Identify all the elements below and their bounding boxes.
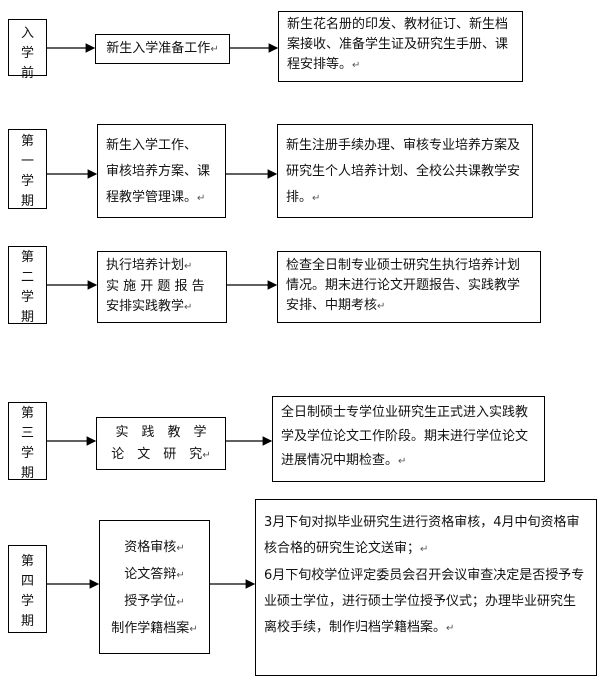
task-box-4: 实 践 教 学 论 文 研 究↵	[96, 417, 226, 470]
task-box-5: 资格审核↵ 论文答辩↵ 授予学位↵ 制作学籍档案↵	[99, 520, 210, 654]
stage-char: 二	[20, 270, 34, 285]
task-line: 实 施 开 题 报 告	[106, 279, 205, 294]
paragraph-mark: ↵	[189, 624, 198, 635]
task-box-3: 执行培养计划↵ 实 施 开 题 报 告 安排实践教学↵	[97, 251, 227, 323]
paragraph-mark: ↵	[184, 302, 193, 313]
detail-text: 全日制硕士专学位业研究生正式进入实践教学及学位论文工作阶段。期末进行学位论文进展…	[281, 405, 529, 468]
stage-char: 第	[20, 250, 34, 265]
stage-char: 学	[20, 594, 34, 609]
task-box-1: 新生入学准备工作↵	[95, 34, 230, 64]
stage-char: 第	[20, 406, 34, 421]
paragraph-mark: ↵	[312, 193, 321, 204]
stage-box-1: 入 学 前	[8, 19, 47, 81]
paragraph-mark: ↵	[176, 570, 185, 581]
task-line: 授予学位	[124, 594, 177, 609]
stage-char: 第	[20, 554, 34, 569]
stage-char: 学	[20, 46, 34, 61]
stage-char: 学	[20, 290, 34, 305]
stage-char: 期	[20, 194, 34, 209]
stage-char: 一	[20, 154, 34, 169]
task-line: 资格审核	[124, 540, 177, 555]
paragraph-mark: ↵	[377, 301, 386, 312]
detail-text: 检查全日制专业硕士研究生执行培养计划情况。期末进行论文开题报告、实践教学安排、中…	[286, 258, 521, 313]
stage-char: 前	[20, 66, 34, 81]
task-line: 实 践 教 学	[115, 425, 207, 440]
detail-box-2: 新生注册手续办理、审核专业培养方案及研究生个人培养计划、全校公共课教学安排。↵	[277, 124, 533, 218]
task-line: 论 文 研 究	[111, 447, 203, 462]
detail-box-1: 新生花名册的印发、教材征订、新生档案接收、准备学生证及研究生手册、课程安排等。↵	[278, 11, 523, 82]
stage-box-5: 第 四 学 期	[8, 545, 47, 633]
detail-box-4: 全日制硕士专学位业研究生正式进入实践教学及学位论文工作阶段。期末进行学位论文进展…	[272, 396, 545, 482]
stage-box-4: 第 三 学 期	[8, 402, 47, 481]
paragraph-mark: ↵	[446, 623, 455, 634]
task-line: 新生入学准备工作	[106, 41, 211, 56]
task-line: 执行培养计划	[106, 258, 185, 273]
task-line: 论文答辩	[124, 567, 177, 582]
stage-char: 三	[20, 426, 34, 441]
detail-text: 6月下旬校学位评定委员会召开会议审查决定是否授予专业硕士学位，进行硕士学位授予仪…	[264, 568, 585, 635]
detail-box-3: 检查全日制专业硕士研究生执行培养计划情况。期末进行论文开题报告、实践教学安排、中…	[277, 251, 541, 323]
task-line: 程教学管理课。	[106, 190, 198, 205]
paragraph-mark: ↵	[184, 261, 193, 272]
task-line: 安排实践教学	[106, 299, 185, 314]
paragraph-mark: ↵	[420, 544, 429, 555]
task-line: 制作学籍档案	[111, 621, 190, 636]
detail-text: 3月下旬对拟毕业研究生进行资格审核，4月中旬资格审核合格的研究生论文送审；	[264, 515, 580, 556]
stage-char: 第	[20, 134, 34, 149]
stage-char: 期	[20, 310, 34, 325]
paragraph-mark: ↵	[398, 456, 407, 467]
stage-box-3: 第 二 学 期	[8, 246, 47, 325]
paragraph-mark: ↵	[176, 543, 185, 554]
stage-char: 入	[20, 26, 34, 41]
stage-char: 期	[20, 466, 34, 481]
task-line: 审核培养方案、课	[106, 164, 211, 179]
stage-char: 学	[20, 174, 34, 189]
detail-box-5: 3月下旬对拟毕业研究生进行资格审核，4月中旬资格审核合格的研究生论文送审；↵ 6…	[255, 499, 597, 676]
paragraph-mark: ↵	[210, 44, 219, 55]
task-line: 新生入学工作、	[106, 138, 198, 153]
stage-char: 学	[20, 446, 34, 461]
detail-text: 新生花名册的印发、教材征订、新生档案接收、准备学生证及研究生手册、课程安排等。	[287, 17, 509, 72]
paragraph-mark: ↵	[176, 597, 185, 608]
stage-char: 四	[20, 574, 34, 589]
task-box-2: 新生入学工作、 审核培养方案、课 程教学管理课。↵	[97, 124, 226, 218]
paragraph-mark: ↵	[197, 193, 206, 204]
paragraph-mark: ↵	[352, 60, 361, 71]
stage-char: 期	[20, 614, 34, 629]
paragraph-mark: ↵	[202, 450, 211, 461]
stage-box-2: 第 一 学 期	[8, 129, 47, 209]
detail-text: 新生注册手续办理、审核专业培养方案及研究生个人培养计划、全校公共课教学安排。	[286, 138, 521, 205]
